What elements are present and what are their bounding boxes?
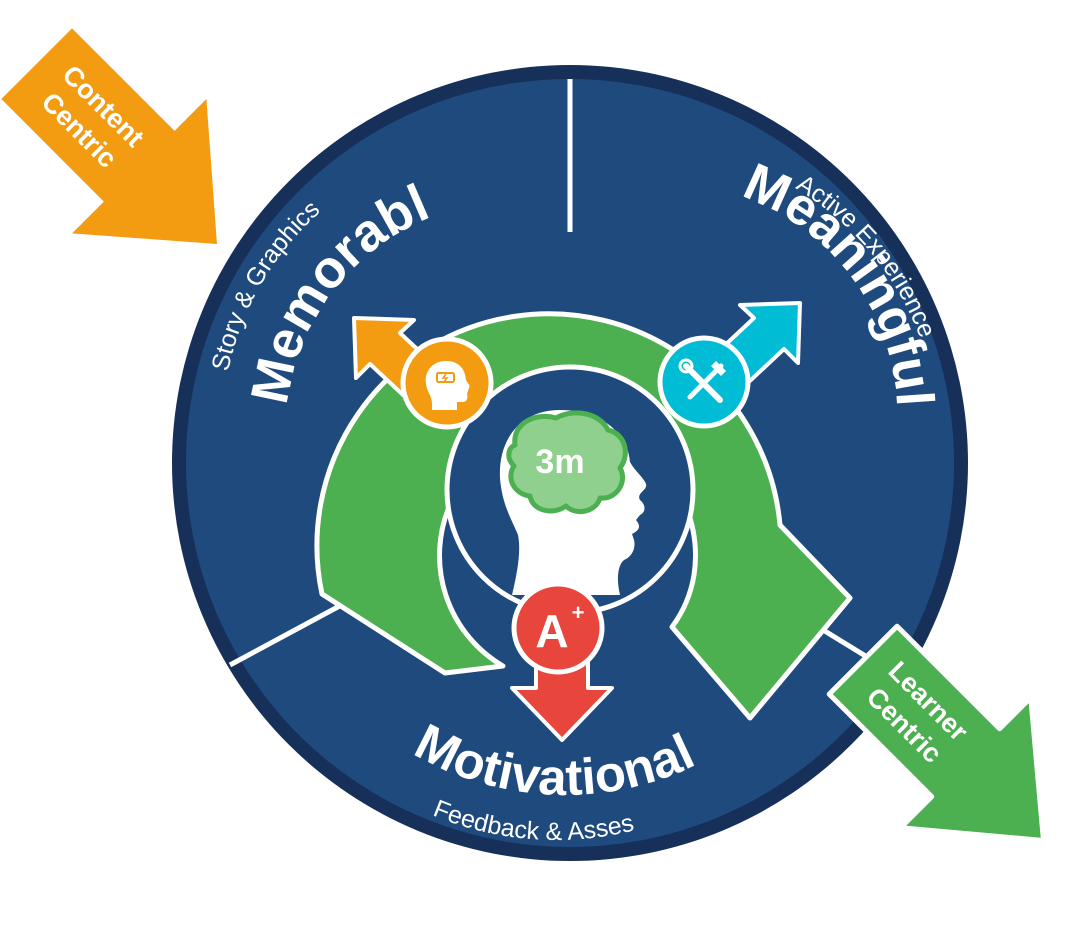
center-label: 3m [535, 443, 584, 481]
grade-letter: A [535, 605, 568, 657]
grade-plus: + [572, 600, 585, 625]
tools-icon [657, 335, 751, 429]
head-battery-icon [400, 336, 494, 430]
content-centric-arrow: Content Centric [1, 28, 217, 244]
grade-a-plus-icon: A + [511, 581, 605, 675]
learner-centric-arrow: Learner Centric [826, 623, 1046, 843]
brain-head-icon: 3m [499, 410, 647, 595]
